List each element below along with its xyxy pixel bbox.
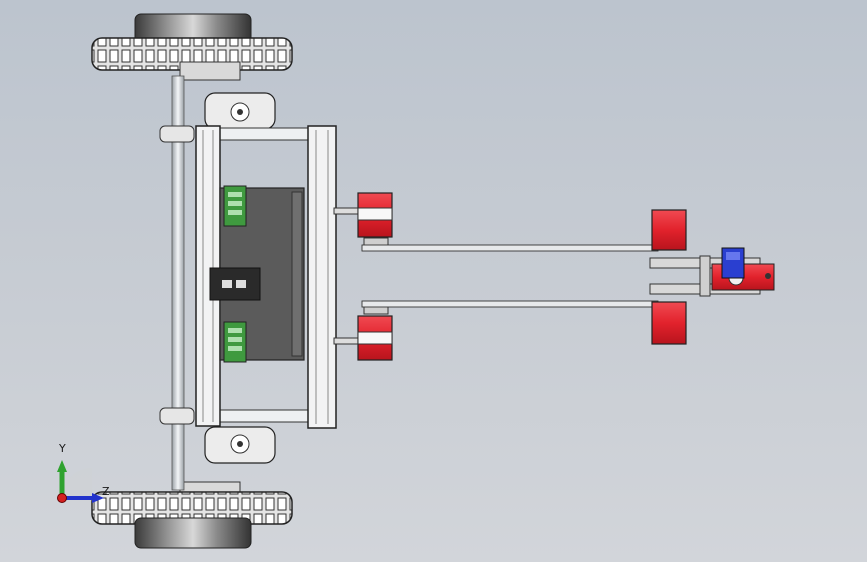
gripper-plate[interactable]	[649, 255, 775, 297]
coordinate-triad	[57, 460, 104, 503]
motor-left-top[interactable]	[333, 192, 393, 247]
wheel-bottom-hub	[134, 517, 252, 549]
board-connector	[209, 267, 261, 301]
servo-bottom[interactable]	[204, 426, 276, 464]
servo-top[interactable]	[204, 92, 276, 130]
motor-right-top[interactable]	[651, 209, 687, 251]
blue-servo[interactable]	[721, 247, 745, 279]
arm-rod-bottom[interactable]	[361, 300, 659, 308]
wheel-bottom[interactable]	[91, 481, 293, 549]
wheel-top-mount	[179, 61, 241, 81]
arm-rod-top[interactable]	[361, 244, 659, 252]
motor-left-bottom[interactable]	[333, 305, 393, 361]
axle-shaft[interactable]	[171, 75, 185, 491]
driver-module-top	[223, 185, 247, 227]
axis-x-dot	[57, 493, 67, 503]
shaft-clamp-top	[159, 125, 195, 143]
shaft-clamp-bottom	[159, 407, 195, 425]
driver-module-bottom	[223, 321, 247, 363]
axis-y-label: Y	[59, 442, 66, 455]
wheel-top[interactable]	[91, 13, 293, 81]
axis-z-label: Z	[102, 485, 110, 498]
frame-right-upright	[307, 125, 337, 429]
motor-right-bottom[interactable]	[651, 301, 687, 345]
